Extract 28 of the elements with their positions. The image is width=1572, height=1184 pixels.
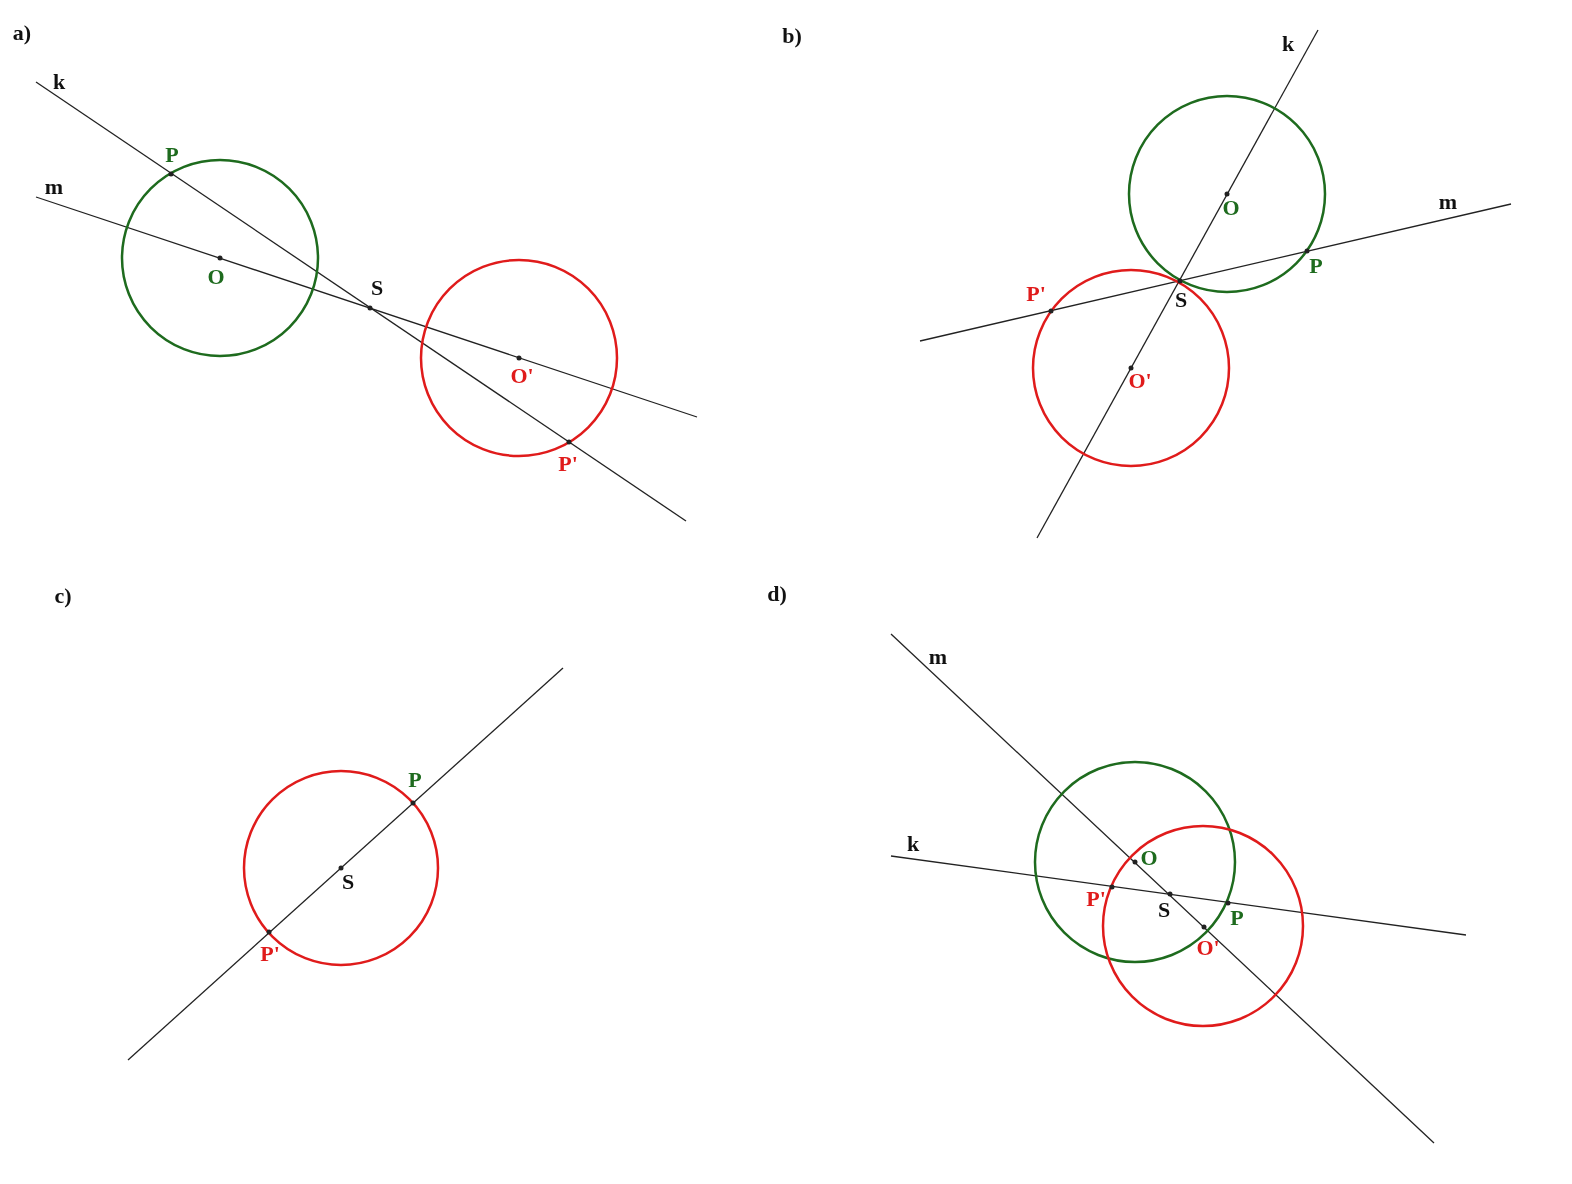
line-label: k bbox=[52, 71, 66, 93]
point-label: O' bbox=[1196, 937, 1220, 959]
panel-label: b) bbox=[782, 25, 802, 47]
panel-label: a) bbox=[12, 22, 32, 44]
point-label: O bbox=[207, 266, 225, 288]
point-label: P bbox=[408, 769, 422, 791]
line-label: m bbox=[1438, 191, 1458, 213]
point-label: P' bbox=[558, 453, 578, 475]
line-label: m bbox=[928, 646, 948, 668]
point-label: S bbox=[341, 871, 355, 893]
point-label: O bbox=[1222, 197, 1240, 219]
line-label: k bbox=[906, 833, 920, 855]
point-label: P' bbox=[1026, 283, 1046, 305]
point-label: S bbox=[1174, 289, 1188, 311]
point-label: P bbox=[1230, 907, 1244, 929]
point-label: S bbox=[370, 277, 384, 299]
point-label: O' bbox=[1128, 370, 1152, 392]
point-label: P bbox=[165, 144, 179, 166]
point-label: P' bbox=[1086, 888, 1106, 910]
line-label: k bbox=[1281, 33, 1295, 55]
point-label: S bbox=[1157, 899, 1171, 921]
line-label: m bbox=[44, 176, 64, 198]
panel-label: c) bbox=[54, 585, 72, 607]
point-label: O' bbox=[510, 365, 534, 387]
panel-label: d) bbox=[767, 583, 787, 605]
point-label: P' bbox=[260, 943, 280, 965]
point-label: P bbox=[1309, 255, 1323, 277]
point-label: O bbox=[1140, 847, 1158, 869]
